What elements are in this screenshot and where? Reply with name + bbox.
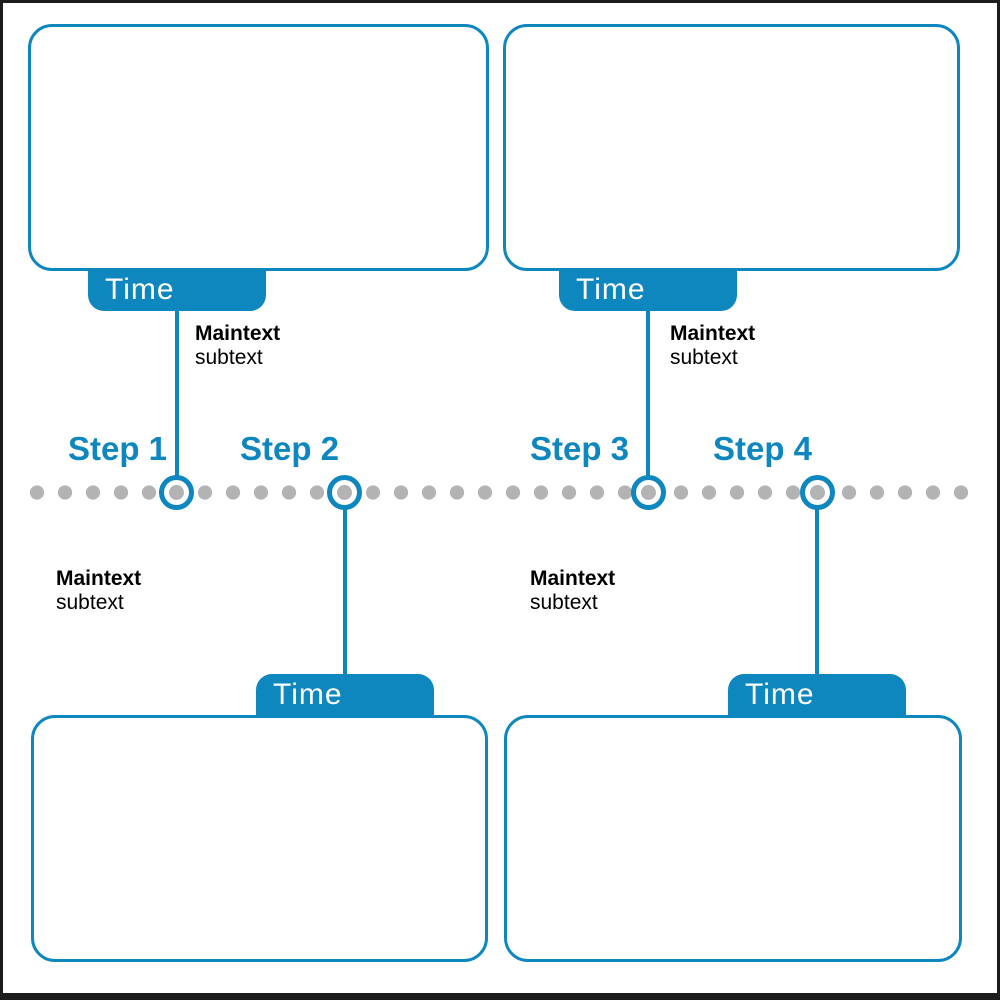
time-tab-step4: Time <box>728 674 906 716</box>
step-label-3: Step 3 <box>530 430 630 467</box>
connector-line-step2 <box>343 509 347 675</box>
timeline-dotted-line <box>23 485 976 500</box>
timeline-node-dot <box>810 485 825 500</box>
content-card-step3 <box>503 24 960 271</box>
time-tab-label: Time <box>273 678 343 711</box>
annotation-subtext: subtext <box>195 346 263 369</box>
time-tab-step3: Time <box>559 269 737 311</box>
annotation-subtext: subtext <box>56 591 124 614</box>
timeline-node-step4 <box>800 475 835 510</box>
annotation-subtext: subtext <box>530 591 598 614</box>
content-card-step1 <box>28 24 489 271</box>
connector-line-step4 <box>815 509 819 675</box>
timeline-node-step3 <box>631 475 666 510</box>
timeline-node-dot <box>641 485 656 500</box>
time-tab-label: Time <box>105 273 175 306</box>
annotation-top-1: Maintext subtext <box>195 322 280 370</box>
annotation-maintext: Maintext <box>530 567 616 590</box>
step-label-1: Step 1 <box>68 430 168 467</box>
step-label-2: Step 2 <box>240 430 340 467</box>
annotation-top-2: Maintext subtext <box>670 322 755 370</box>
content-card-step2 <box>31 715 488 962</box>
timeline-node-step2 <box>327 475 362 510</box>
annotation-maintext: Maintext <box>670 322 756 345</box>
annotation-maintext: Maintext <box>195 322 281 345</box>
annotation-maintext: Maintext <box>56 567 142 590</box>
timeline-node-step1 <box>159 475 194 510</box>
time-tab-label: Time <box>745 678 815 711</box>
annotation-subtext: subtext <box>670 346 738 369</box>
annotation-bottom-2: Maintext subtext <box>530 567 615 615</box>
connector-line-step1 <box>175 309 179 477</box>
timeline-node-dot <box>169 485 184 500</box>
content-card-step4 <box>504 715 962 962</box>
time-tab-step1: Time <box>88 269 266 311</box>
annotation-bottom-1: Maintext subtext <box>56 567 141 615</box>
time-tab-label: Time <box>576 273 646 306</box>
timeline-node-dot <box>337 485 352 500</box>
step-label-4: Step 4 <box>713 430 813 467</box>
time-tab-step2: Time <box>256 674 434 716</box>
connector-line-step3 <box>646 309 650 477</box>
